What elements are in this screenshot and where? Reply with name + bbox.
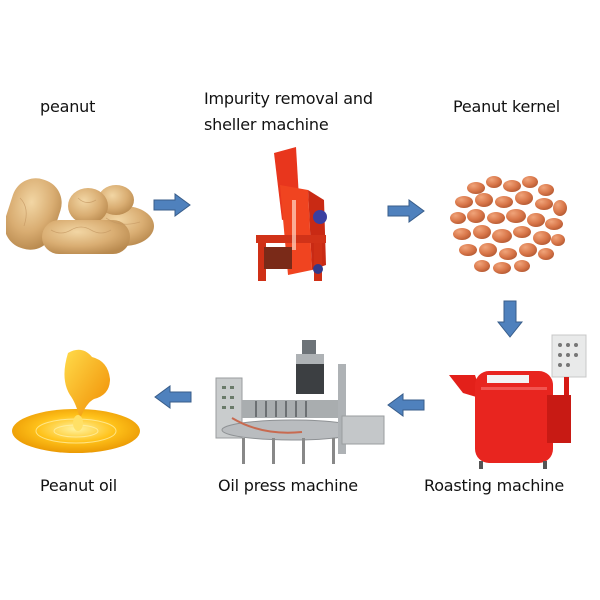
- arrow-left-icon: [387, 393, 425, 417]
- arrow-right-icon: [387, 199, 425, 223]
- arrow-down-icon: [497, 300, 523, 338]
- label-oil-press-machine: Oil press machine: [218, 476, 358, 495]
- label-roasting-machine: Roasting machine: [424, 476, 564, 495]
- label-peanut: peanut: [40, 97, 96, 116]
- label-peanut-kernel: Peanut kernel: [453, 97, 561, 116]
- label-sheller-line1: Impurity removal and: [204, 89, 373, 108]
- peanut-kernel-image: [446, 168, 572, 278]
- arrow-left-icon: [154, 385, 192, 409]
- label-peanut-oil: Peanut oil: [40, 476, 118, 495]
- peanut-shell-image: [6, 168, 156, 258]
- sheller-machine-image: [252, 145, 342, 285]
- oil-press-machine-image: [212, 338, 387, 468]
- roasting-machine-image: [447, 333, 587, 473]
- arrow-right-icon: [153, 193, 191, 217]
- label-sheller-line2: sheller machine: [204, 115, 329, 134]
- peanut-oil-image: [8, 345, 148, 460]
